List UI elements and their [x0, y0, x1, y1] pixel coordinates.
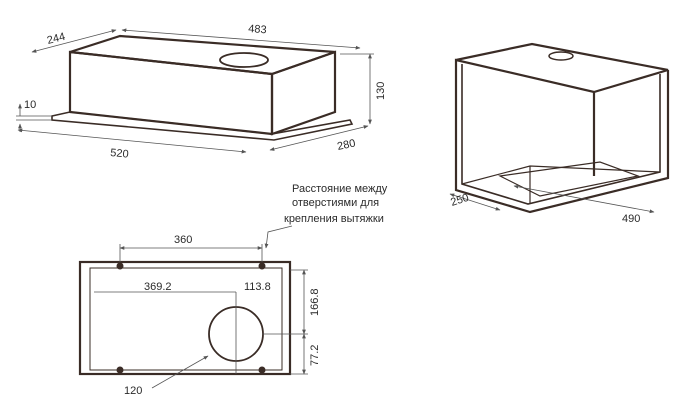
mount-hole-top-right: [258, 262, 266, 270]
dim-77-2-label: 77.2: [309, 345, 321, 366]
dim-166-8-label: 166.8: [309, 288, 321, 316]
hood-bottom-flange: [51, 111, 354, 141]
note-line-3: крепления вытяжки: [284, 213, 384, 225]
dim-244-label: 244: [46, 31, 67, 47]
cabinet-frame-view: 250 490: [449, 42, 670, 225]
dim-483-label: 483: [248, 23, 267, 36]
dim-113-8-label: 113.8: [244, 281, 271, 293]
dim-520-label: 520: [110, 147, 129, 161]
mount-hole-top-left: [116, 262, 124, 270]
mount-hole-bottom-right: [258, 366, 266, 374]
dim-130-label: 130: [375, 82, 387, 100]
dim-490-label: 490: [622, 213, 640, 225]
plan-inner: [89, 267, 283, 371]
plan-view: 360 369.2 113.8 166.8 77.2 120 Расстояни…: [78, 183, 388, 397]
note-leader: [264, 225, 293, 249]
mount-hole-bottom-left: [116, 366, 124, 374]
note-line-1: Расстояние между: [292, 183, 388, 195]
dim-120-label: 120: [124, 385, 142, 397]
dim-360-label: 360: [174, 234, 192, 246]
frame-outer: [454, 42, 670, 214]
dim-280-label: 280: [336, 137, 356, 153]
dim-369-2-label: 369.2: [144, 281, 172, 293]
hood-right-face: [270, 50, 337, 136]
plan-outer: [78, 260, 292, 376]
dim-10-label: 10: [24, 99, 36, 111]
hood-top-face: [69, 34, 336, 76]
outlet-circle-top: [219, 52, 269, 68]
note-line-2: отверстиями для: [292, 197, 379, 209]
hood-front-face: [68, 50, 274, 136]
dim-250-label: 250: [449, 192, 470, 209]
hood-3d-view: 483 244 130 10 520 280: [16, 23, 387, 161]
outlet-circle-frame: [548, 51, 574, 61]
